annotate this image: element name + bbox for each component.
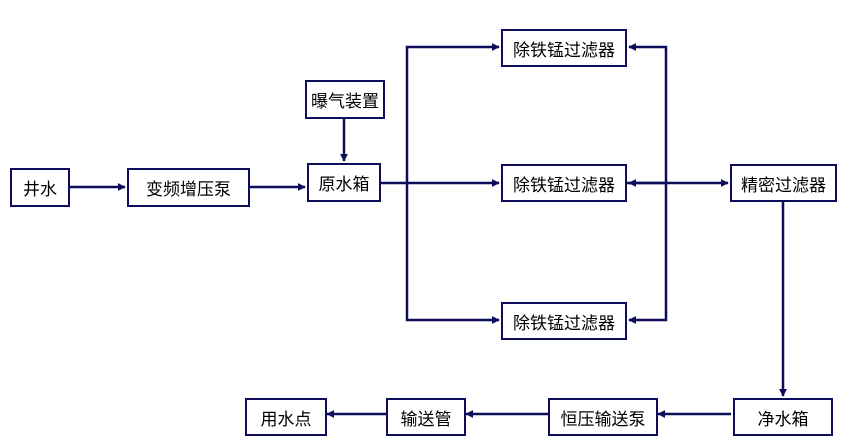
booster-pump-node: 变频增压泵 xyxy=(127,168,250,207)
well-water-node: 井水 xyxy=(10,168,70,207)
precision-filter-node: 精密过滤器 xyxy=(730,164,837,202)
iron-manganese-filter-middle-node: 除铁锰过滤器 xyxy=(501,164,627,202)
delivery-pipe-node: 输送管 xyxy=(386,398,466,436)
water-use-point-node: 用水点 xyxy=(245,398,327,436)
aeration-device-node: 曝气装置 xyxy=(305,80,385,119)
edge-raw-tank-to-top-filter xyxy=(405,43,500,183)
clean-water-tank-node: 净水箱 xyxy=(733,398,833,436)
iron-manganese-filter-bottom-node: 除铁锰过滤器 xyxy=(501,302,627,340)
edge-bus-to-top-filter xyxy=(628,43,668,183)
constant-pressure-pump-node: 恒压输送泵 xyxy=(548,398,658,436)
edge-bus-to-bottom-filter xyxy=(628,183,668,324)
edge-raw-tank-to-bottom-filter xyxy=(405,183,500,324)
iron-manganese-filter-top-node: 除铁锰过滤器 xyxy=(501,29,627,67)
raw-water-tank-node: 原水箱 xyxy=(307,163,381,202)
